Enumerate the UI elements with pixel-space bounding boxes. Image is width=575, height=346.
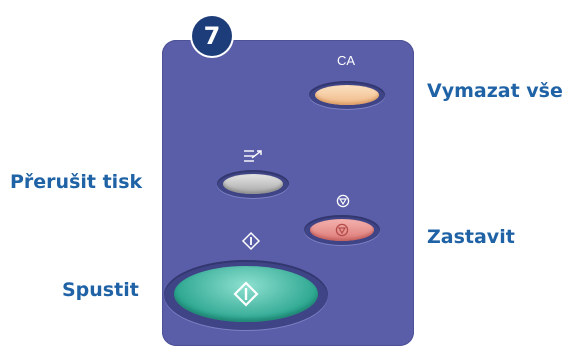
stop-icon: [334, 192, 352, 210]
interrupt-print-icon: [239, 145, 267, 167]
start-button-icon: [233, 281, 259, 307]
start-icon: [240, 230, 262, 252]
interrupt-button[interactable]: [223, 174, 283, 194]
step-number-badge: 7: [192, 16, 232, 56]
start-callout: Spustit: [62, 279, 139, 301]
start-button[interactable]: [174, 266, 318, 322]
interrupt-callout: Přerušit tisk: [10, 171, 143, 193]
stop-button-icon: [334, 222, 350, 238]
stop-callout: Zastavit: [427, 226, 515, 248]
stop-button[interactable]: [310, 219, 374, 241]
clear-all-button[interactable]: [315, 85, 379, 105]
clear-all-key-label: CA: [337, 53, 356, 68]
clear-all-callout: Vymazat vše: [427, 80, 563, 102]
